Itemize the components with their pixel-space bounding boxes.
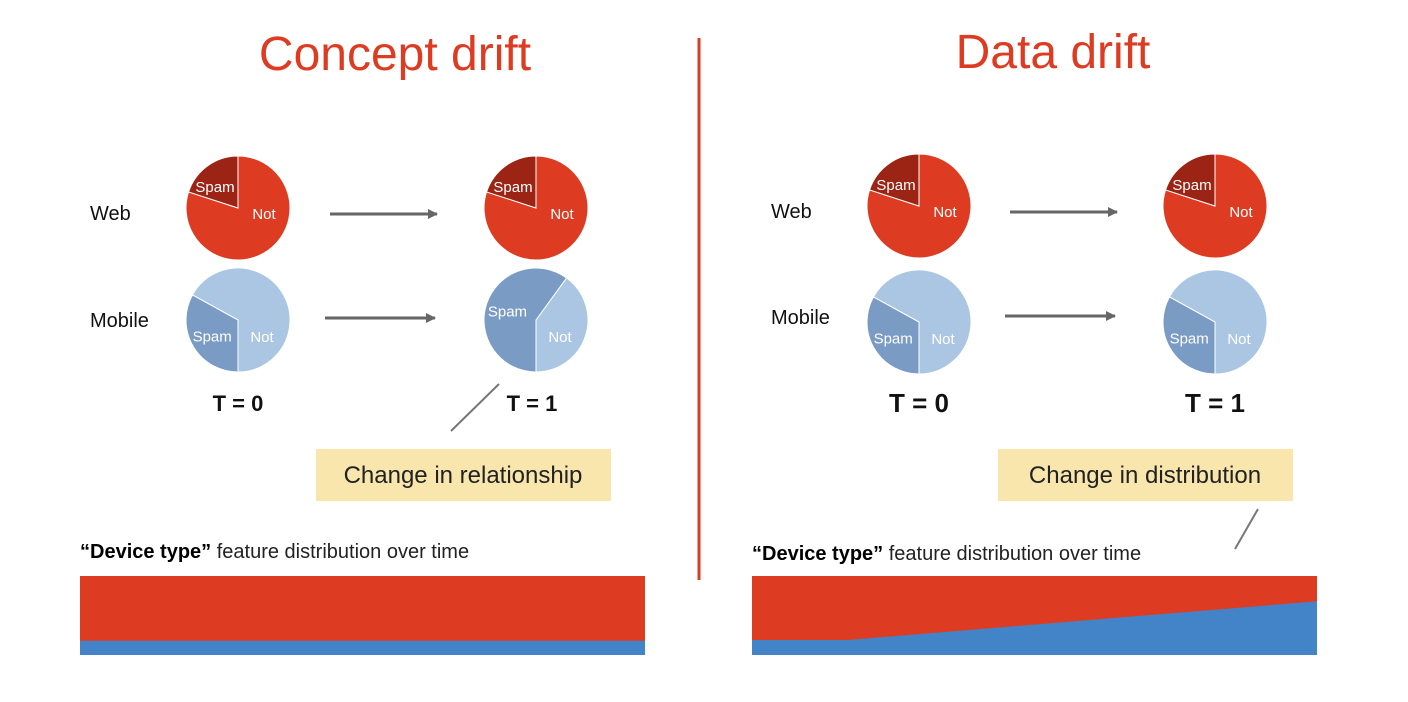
row-label-mobile: Mobile [771,307,830,329]
callout-box [316,449,611,501]
data-drift-title: Data drift [956,26,1151,79]
subtitle-bold: “Device type” [752,543,883,565]
time-label-t0: T = 0 [213,391,264,416]
pie-label-not: Not [933,204,957,221]
pie-slice-spam [866,296,920,375]
concept-area-chart [80,576,645,655]
area-subtitle: “Device type” feature distribution over … [752,543,1141,565]
concept-drift-title: Concept drift [259,28,531,81]
pie-label-spam: Spam [195,179,234,196]
pie-slice-spam [187,155,239,209]
callout-leader [450,383,500,432]
pie-label-spam: Spam [493,179,532,196]
pie-slice-not [1168,269,1268,375]
pie-mobile-t0: Spam Not [185,267,291,373]
data-area-chart [752,576,1317,655]
pie-mobile-t1: Spam Not [1162,269,1268,375]
callout-box [998,449,1293,501]
pie-label-not: Not [252,206,276,223]
pie-label-spam: Spam [1172,177,1211,194]
pie-label-not: Not [550,206,574,223]
subtitle-bold: “Device type” [80,541,211,563]
pie-slice-not [191,267,291,373]
pie-label-spam: Spam [488,304,527,321]
pie-slice-not [535,277,589,373]
pie-label-spam: Spam [874,330,913,347]
pie-label-not: Not [1227,331,1251,348]
pie-slice-spam [185,294,239,373]
callout-leader [1234,508,1259,550]
pie-slice-spam [485,155,537,209]
pie-label-not: Not [250,329,274,346]
area-subtitle: “Device type” feature distribution over … [80,541,469,563]
callout-text: Change in relationship [344,462,583,489]
pie-mobile-t0: Spam Not [866,269,972,375]
pie-slice-not [866,153,972,259]
area-mobile [752,601,1317,655]
time-label-t1: T = 1 [1185,388,1245,418]
row-label-mobile: Mobile [90,310,149,332]
pie-label-not: Not [548,329,572,346]
subtitle-rest: feature distribution over time [883,543,1141,565]
pie-slice-not [483,155,589,261]
pie-slice-spam [1162,296,1216,375]
pie-slice-not [872,269,972,375]
pie-label-spam: Spam [1170,330,1209,347]
row-label-web: Web [90,203,131,225]
pie-label-not: Not [931,331,955,348]
pie-slice-spam [1164,153,1216,207]
pie-slice-not [185,155,291,261]
area-mobile [80,640,645,655]
pie-label-spam: Spam [193,328,232,345]
time-label-t0: T = 0 [889,388,949,418]
time-label-t1: T = 1 [507,391,558,416]
pie-slice-spam [483,267,568,373]
pie-label-spam: Spam [876,177,915,194]
pie-label-not: Not [1229,204,1253,221]
row-label-web: Web [771,201,812,223]
subtitle-rest: feature distribution over time [211,541,469,563]
callout-text: Change in distribution [1029,462,1261,489]
pie-slice-spam [868,153,920,207]
